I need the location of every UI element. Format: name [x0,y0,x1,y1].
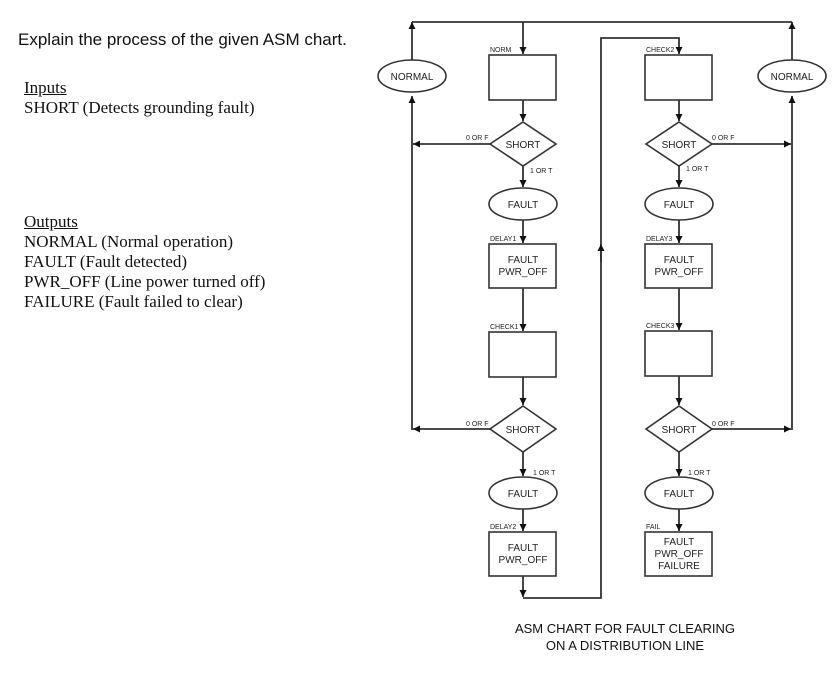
caption-line-1: ASM CHART FOR FAULT CLEARING [514,621,736,636]
decision-short-2-true-label: 1 OR T [533,470,556,477]
decision-short-1-label: SHORT [506,140,541,151]
state-delay2-name: DELAY2 [490,524,516,531]
decision-short-4-label: SHORT [662,425,697,436]
output-item: PWR_OFF (Line power turned off) [24,272,266,291]
caption-line-2: ON A DISTRIBUTION LINE [545,638,705,653]
state-check1: CHECK1 [488,324,557,378]
state-delay2-output: FAULT [508,543,538,554]
diagram-caption: ASM CHART FOR FAULT CLEARING ON A DISTRI… [470,620,780,654]
decision-short-3: SHORT 0 OR F 1 OR T [644,121,735,173]
outputs-heading: Outputs [24,212,78,231]
state-delay3-output: FAULT [664,255,694,266]
decision-short-3-label: SHORT [662,140,697,151]
state-check2: CHECK2 [644,47,713,101]
state-delay3: DELAY3 FAULT PWR_OFF [644,236,713,289]
fault-oval-4-label: FAULT [664,489,694,500]
fault-oval-3: FAULT [644,187,714,221]
fault-oval-2-label: FAULT [508,489,538,500]
state-delay3-output: PWR_OFF [655,267,704,278]
normal-oval-left-label: NORMAL [391,72,434,83]
inputs-section: Inputs SHORT (Detects grounding fault) [24,78,255,118]
state-fail-output: FAILURE [658,561,700,572]
fault-oval-4: FAULT [644,476,714,510]
state-delay3-name: DELAY3 [646,236,672,243]
decision-short-1: SHORT 0 OR F 1 OR T [466,121,558,175]
state-check3: CHECK3 [644,323,713,377]
decision-short-3-false-label: 0 OR F [712,135,735,142]
state-delay1-output: FAULT [508,255,538,266]
state-delay1: DELAY1 FAULT PWR_OFF [488,236,557,289]
outputs-section: Outputs NORMAL (Normal operation) FAULT … [24,212,265,312]
state-check2-name: CHECK2 [646,47,675,54]
output-item: FAULT (Fault detected) [24,252,188,271]
normal-oval-right-label: NORMAL [771,72,814,83]
decision-short-2: SHORT 0 OR F 1 OR T [466,405,558,477]
decision-short-4-true-label: 1 OR T [688,470,711,477]
decision-short-1-false-label: 0 OR F [466,135,489,142]
normal-oval-right: NORMAL [757,59,827,93]
decision-short-1-true-label: 1 OR T [530,168,553,175]
fault-oval-3-label: FAULT [664,200,694,211]
state-delay1-output: PWR_OFF [499,267,548,278]
output-item: NORMAL (Normal operation) [24,232,233,251]
decision-short-2-false-label: 0 OR F [466,421,489,428]
question-text: Explain the process of the given ASM cha… [18,30,347,49]
inputs-heading: Inputs [24,78,67,97]
state-fail-name: FAIL [646,524,661,531]
output-item: FAILURE (Fault failed to clear) [24,292,243,311]
state-norm: NORM [488,47,557,101]
state-fail-output: PWR_OFF [655,549,704,560]
state-delay1-name: DELAY1 [490,236,516,243]
state-delay2: DELAY2 FAULT PWR_OFF [488,524,557,577]
state-check3-name: CHECK3 [646,323,675,330]
decision-short-4-false-label: 0 OR F [712,421,735,428]
decision-short-3-true-label: 1 OR T [686,166,709,173]
input-item: SHORT (Detects grounding fault) [24,98,255,117]
decision-short-4: SHORT 0 OR F 1 OR T [644,405,735,477]
fault-oval-1: FAULT [488,187,558,221]
state-fail: FAIL FAULT PWR_OFF FAILURE [644,524,713,577]
fault-oval-2: FAULT [488,476,558,510]
state-norm-name: NORM [490,47,512,54]
state-delay2-output: PWR_OFF [499,555,548,566]
state-fail-output: FAULT [664,537,694,548]
decision-short-2-label: SHORT [506,425,541,436]
normal-oval-left: NORMAL [377,59,447,93]
fault-oval-1-label: FAULT [508,200,538,211]
delay2-to-check2-line [523,37,683,599]
state-check1-name: CHECK1 [490,324,519,331]
